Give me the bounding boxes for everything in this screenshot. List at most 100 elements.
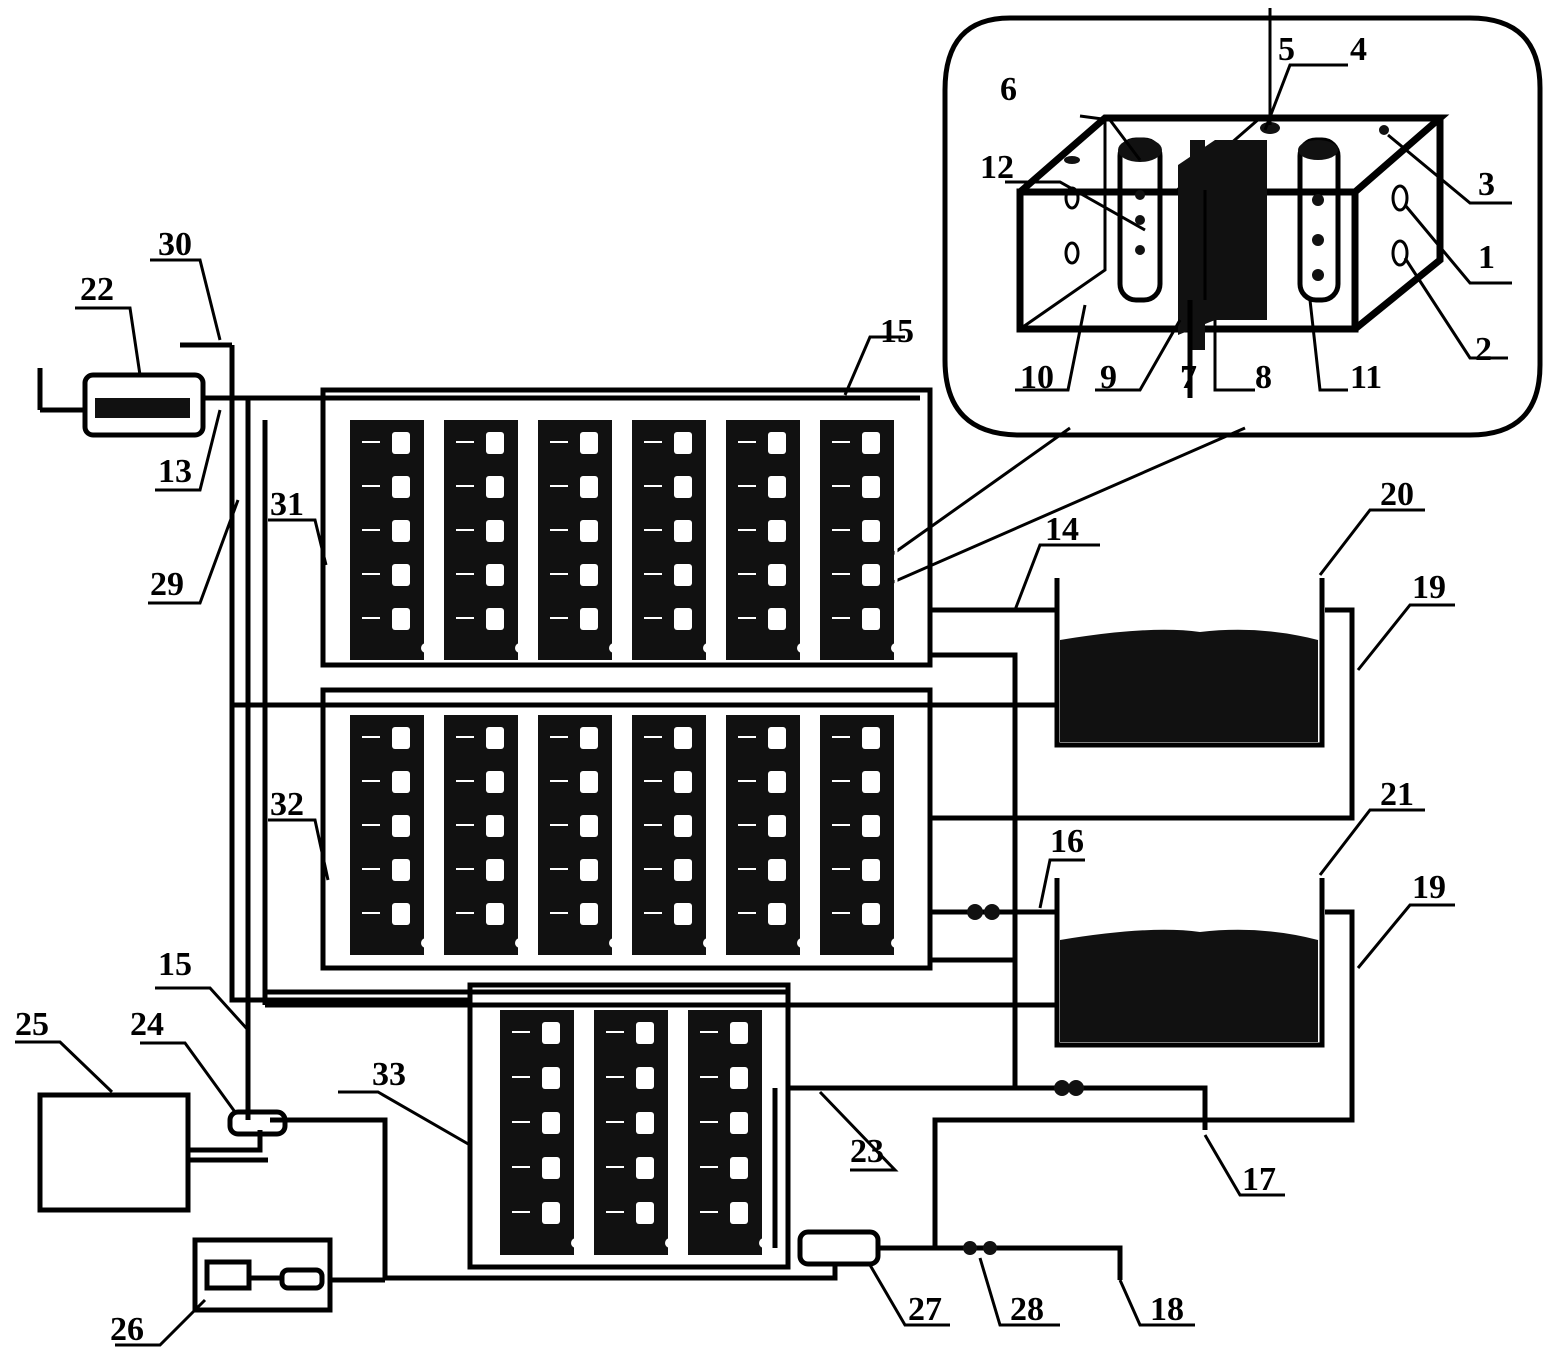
- cell-unit: [486, 432, 504, 454]
- cell-unit: [392, 432, 410, 454]
- cell-unit: [542, 1022, 560, 1044]
- callout-line: [869, 426, 1071, 572]
- label-10: 10: [1020, 359, 1054, 396]
- cell-column: [594, 1010, 668, 1255]
- monitor-26: [192, 1237, 333, 1313]
- cell-unit: [730, 1067, 748, 1089]
- label-31: 31: [270, 486, 304, 523]
- cell-unit: [730, 1022, 748, 1044]
- cell-unit: [542, 1067, 560, 1089]
- label-5: 5: [1278, 31, 1295, 68]
- cell-unit: [542, 1202, 560, 1224]
- cell-unit: [580, 520, 598, 542]
- cell-unit: [486, 564, 504, 586]
- cell-unit: [730, 1202, 748, 1224]
- label-33: 33: [372, 1056, 406, 1093]
- cell-column: [500, 1010, 574, 1255]
- cell-unit: [768, 903, 786, 925]
- cell-unit: [392, 564, 410, 586]
- cell-column: [538, 420, 612, 660]
- cell-unit: [730, 1112, 748, 1134]
- cell-unit: [862, 432, 880, 454]
- cell-detail-inset: [942, 8, 1543, 438]
- cell-unit: [636, 1022, 654, 1044]
- component-22: [37, 368, 206, 438]
- label-3: 3: [1478, 166, 1495, 203]
- cell-unit: [862, 859, 880, 881]
- cell-unit: [674, 608, 692, 630]
- cell-unit: [768, 608, 786, 630]
- label-22: 22: [80, 271, 114, 308]
- pump-27: [797, 1229, 881, 1267]
- label-13: 13: [158, 453, 192, 490]
- cell-unit: [580, 859, 598, 881]
- electrolyte-tank-20: [1054, 578, 1325, 748]
- cell-unit: [768, 727, 786, 749]
- cell-unit: [636, 1112, 654, 1134]
- cell-unit: [862, 476, 880, 498]
- label-24: 24: [130, 1006, 164, 1043]
- cell-unit: [674, 815, 692, 837]
- cell-unit: [636, 1202, 654, 1224]
- electrode-plate: [1215, 140, 1267, 320]
- label-8: 8: [1255, 359, 1272, 396]
- cell-unit: [392, 771, 410, 793]
- label-1: 1: [1478, 239, 1495, 276]
- cell-unit: [768, 815, 786, 837]
- cell-unit: [486, 815, 504, 837]
- label-6: 6: [1000, 71, 1017, 108]
- cell-unit: [486, 771, 504, 793]
- cell-column: [444, 420, 518, 660]
- label-11: 11: [1350, 359, 1382, 396]
- cell-unit: [862, 903, 880, 925]
- label-19-top: 19: [1412, 569, 1446, 606]
- cell-unit: [486, 608, 504, 630]
- cell-unit: [636, 1157, 654, 1179]
- cell-unit: [486, 476, 504, 498]
- cell-column: [820, 420, 894, 660]
- label-17: 17: [1242, 1161, 1276, 1198]
- cell-unit: [768, 520, 786, 542]
- label-leaders: [15, 258, 1455, 1347]
- label-30: 30: [158, 226, 192, 263]
- cell-unit: [768, 432, 786, 454]
- label-19-bottom: 19: [1412, 869, 1446, 906]
- cell-unit: [392, 815, 410, 837]
- cell-unit: [486, 727, 504, 749]
- cell-column: [632, 420, 706, 660]
- label-16: 16: [1050, 823, 1084, 860]
- label-23: 23: [850, 1133, 884, 1170]
- cell-unit: [580, 903, 598, 925]
- battery-pack-33: [467, 982, 791, 1270]
- label-14: 14: [1045, 511, 1079, 548]
- port-icon: [1391, 239, 1409, 267]
- cell-unit: [636, 1067, 654, 1089]
- cell-unit: [580, 564, 598, 586]
- label-27: 27: [908, 1291, 942, 1328]
- label-28: 28: [1010, 1291, 1044, 1328]
- cell-unit: [768, 476, 786, 498]
- label-15-top: 15: [880, 313, 914, 350]
- cell-unit: [674, 903, 692, 925]
- label-12: 12: [980, 149, 1014, 186]
- cell-unit: [580, 608, 598, 630]
- cell-column: [726, 715, 800, 955]
- cell-unit: [862, 815, 880, 837]
- label-21: 21: [1380, 776, 1414, 813]
- cell-unit: [674, 727, 692, 749]
- cell-column: [820, 715, 894, 955]
- cell-column: [538, 715, 612, 955]
- cell-column: [726, 420, 800, 660]
- cell-unit: [674, 520, 692, 542]
- label-26: 26: [110, 1311, 144, 1348]
- cell-unit: [862, 727, 880, 749]
- cell-unit: [392, 903, 410, 925]
- cell-unit: [862, 520, 880, 542]
- cell-unit: [542, 1157, 560, 1179]
- cell-unit: [580, 727, 598, 749]
- cell-unit: [392, 520, 410, 542]
- label-15-bottom: 15: [158, 946, 192, 983]
- label-25: 25: [15, 1006, 49, 1043]
- cell-column: [632, 715, 706, 955]
- battery-pack-31: [320, 387, 933, 668]
